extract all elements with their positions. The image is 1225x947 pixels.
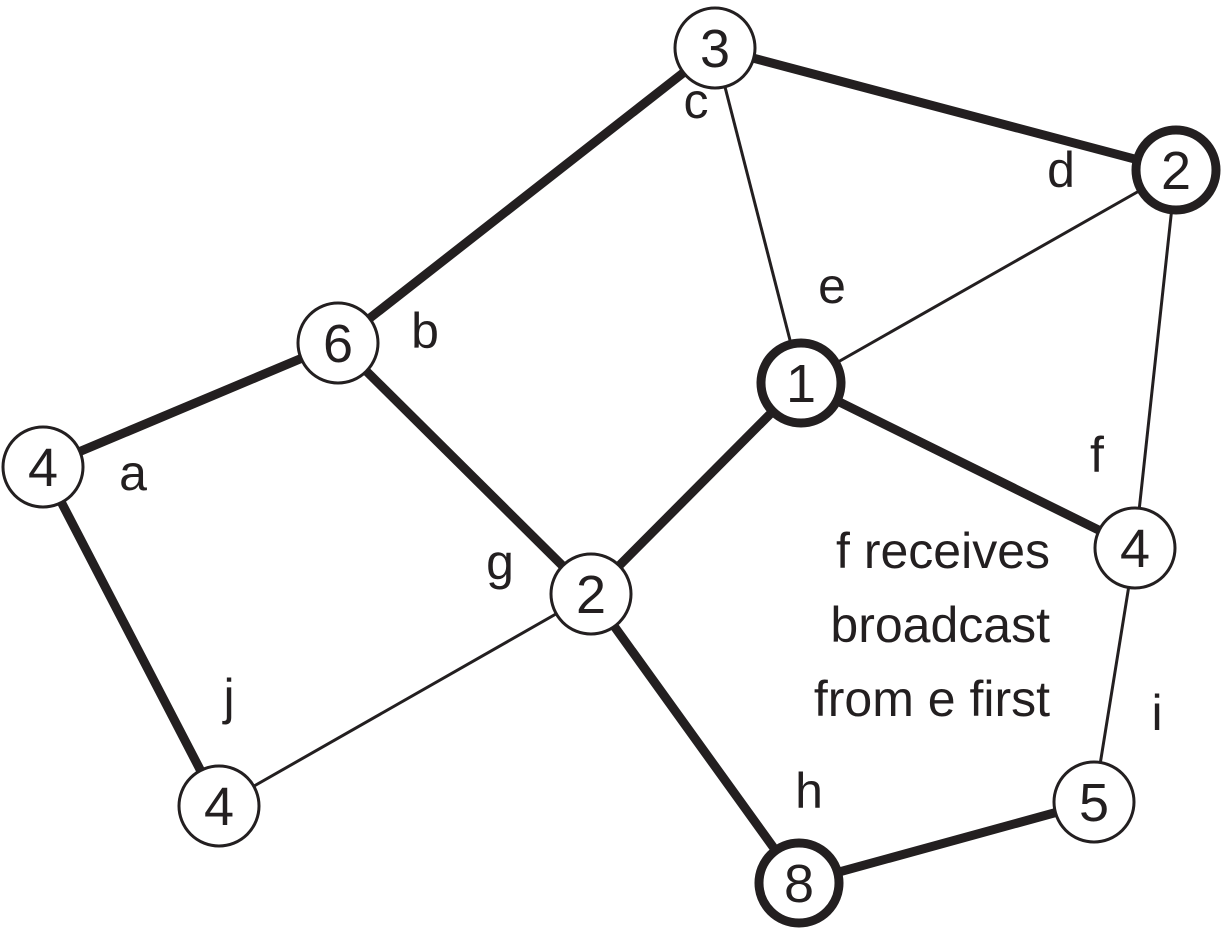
node-value-e: 1	[786, 354, 816, 414]
node-value-g: 2	[576, 565, 606, 625]
edge-a-j	[39, 464, 223, 809]
node-letter-e: e	[818, 258, 846, 314]
node-circle-e	[756, 338, 846, 428]
node-circle-g	[549, 552, 633, 636]
edges-layer	[39, 43, 1178, 888]
node-e: 1	[756, 338, 846, 428]
edge-b-a	[41, 338, 340, 472]
node-letter-i: i	[1151, 685, 1162, 741]
node-letter-c: c	[684, 73, 709, 129]
node-value-f: 4	[1120, 519, 1150, 579]
node-letter-d: d	[1047, 142, 1075, 198]
node-letter-f: f	[1090, 427, 1104, 483]
node-letter-j: j	[221, 669, 234, 725]
node-circle-c	[673, 6, 757, 90]
edge-c-e	[713, 47, 803, 384]
edge-d-e	[800, 168, 1177, 385]
node-circle-i	[1052, 760, 1136, 844]
node-letter-b: b	[411, 303, 439, 359]
edge-g-h	[587, 591, 803, 886]
node-circle-h	[754, 838, 844, 928]
node-value-j: 4	[204, 777, 234, 837]
node-letter-g: g	[486, 534, 514, 590]
node-c: 3	[673, 6, 757, 90]
node-circle-b	[296, 301, 380, 385]
node-value-b: 6	[323, 314, 353, 374]
node-value-h: 8	[784, 854, 814, 914]
node-b: 6	[296, 301, 380, 385]
node-i: 5	[1052, 760, 1136, 844]
node-value-c: 3	[700, 19, 730, 79]
caption-line-2: broadcast	[830, 597, 1050, 653]
node-value-d: 2	[1161, 141, 1191, 201]
labels-layer: a b c d e f g h i j	[119, 73, 1162, 819]
caption-line-1: f receives	[836, 523, 1050, 579]
node-g: 2	[549, 552, 633, 636]
node-circle-d	[1131, 125, 1221, 215]
edge-c-d	[713, 43, 1178, 175]
node-value-i: 5	[1079, 773, 1109, 833]
edge-f-i	[1092, 547, 1137, 803]
nodes-layer: 4 6 3 2 1 4 2 8 5 4	[1, 6, 1221, 928]
node-circle-f	[1093, 506, 1177, 590]
caption-line-3: from e first	[814, 671, 1050, 727]
node-d: 2	[1131, 125, 1221, 215]
edge-b-g	[334, 339, 595, 598]
node-a: 4	[1, 425, 85, 509]
edge-c-b	[335, 44, 718, 347]
edge-e-g	[587, 379, 805, 598]
node-letter-a: a	[119, 445, 147, 501]
node-h: 8	[754, 838, 844, 928]
edge-i-h	[797, 797, 1096, 888]
node-j: 4	[177, 764, 261, 848]
edge-e-f	[799, 378, 1137, 553]
edge-g-j	[218, 592, 592, 808]
node-f: 4	[1093, 506, 1177, 590]
node-value-a: 4	[28, 438, 58, 498]
node-letter-h: h	[795, 763, 823, 819]
node-circle-a	[1, 425, 85, 509]
node-circle-j	[177, 764, 261, 848]
edge-d-f	[1133, 169, 1178, 549]
